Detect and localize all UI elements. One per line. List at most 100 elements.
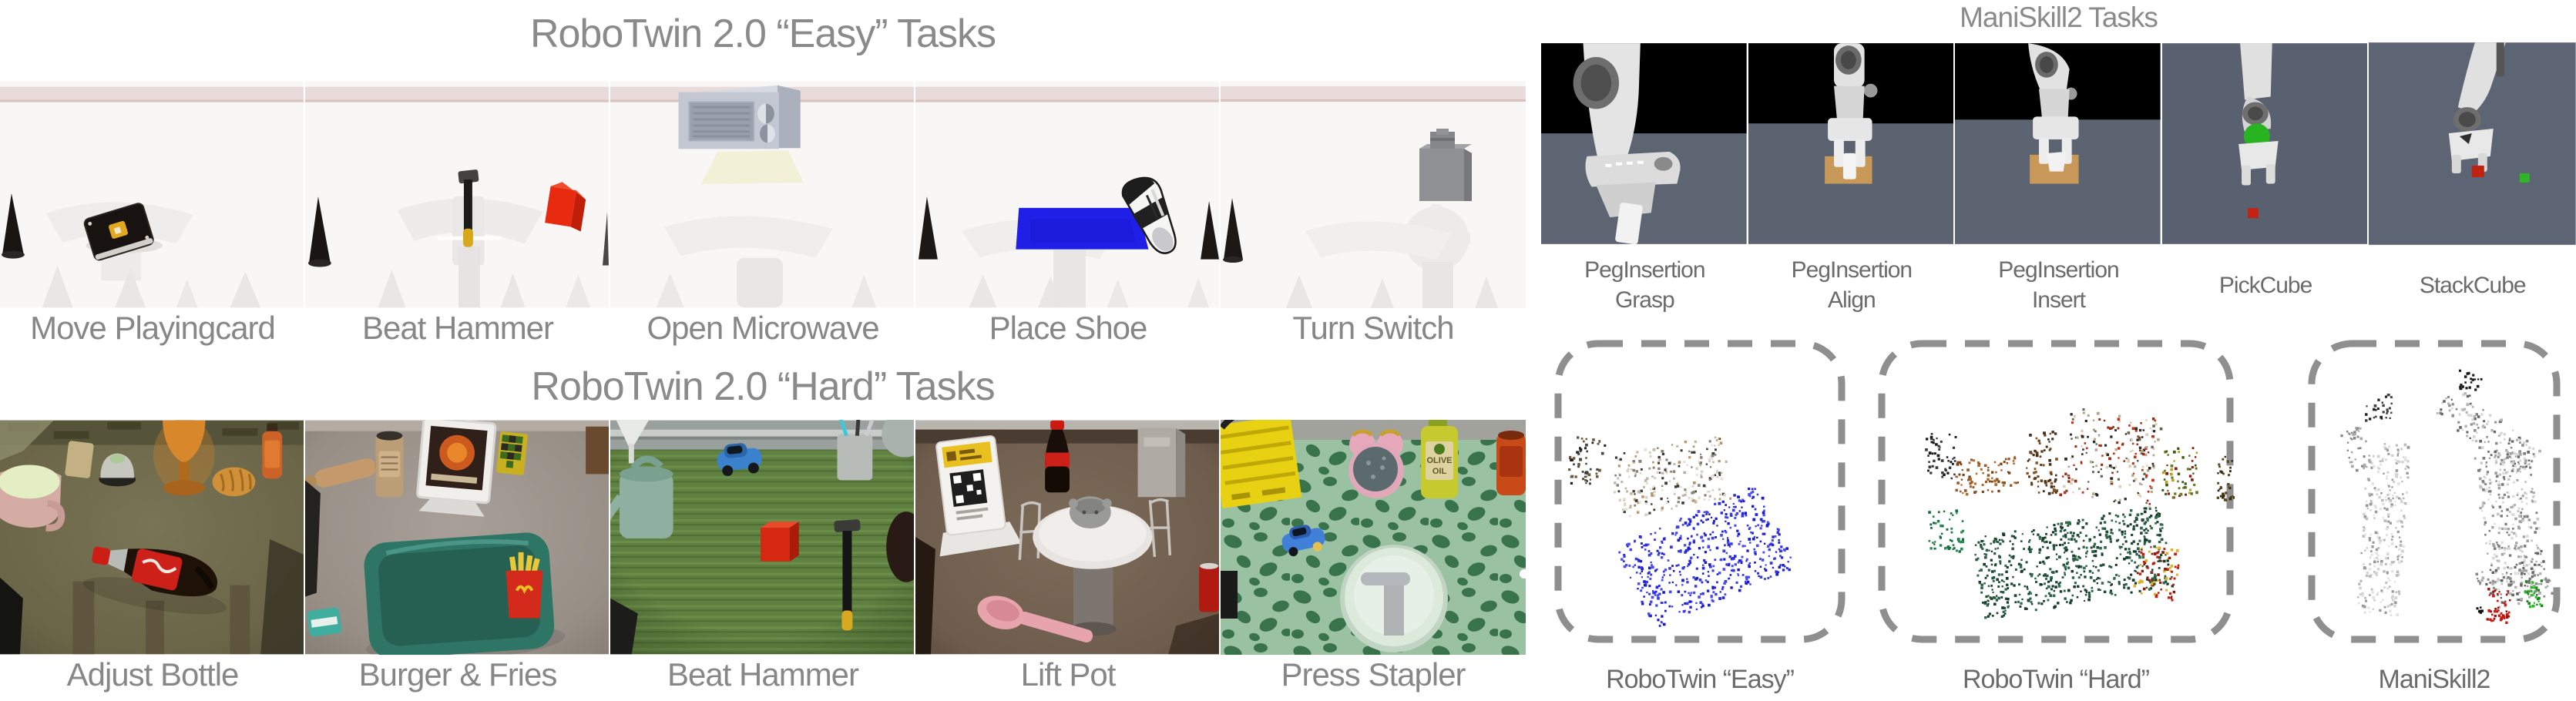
maniskill-labels: PegInsertion Grasp PegInsertion Align Pe… (1541, 251, 2576, 319)
alarm-clock (1348, 429, 1404, 498)
task-image-stackcube (2369, 42, 2576, 245)
task-label: Burger & Fries (358, 656, 558, 693)
beat-hammer-hard-scene (610, 420, 914, 655)
robotwin-hard-title: RoboTwin 2.0 “Hard” Tasks (531, 364, 995, 409)
peginsertion-insert-scene (1955, 43, 2161, 244)
robotwin-hard-image-row: OLIVE OIL (0, 420, 1526, 655)
task-label: Move Playingcard (30, 310, 276, 346)
robot-arm (1824, 43, 1878, 184)
task-label: Beat Hammer (361, 310, 554, 346)
pink-spoon (977, 595, 1093, 642)
switch-box (1419, 129, 1472, 201)
turn-switch-scene (1221, 81, 1526, 308)
olive-oil-bottle: OLIVE OIL (1421, 420, 1458, 498)
plate-with-stapler (1340, 545, 1448, 652)
robotwin-easy-image-row (0, 81, 1526, 308)
toy-car-blue-2 (1281, 525, 1325, 557)
sauce-bottle (262, 423, 283, 479)
task-label: Lift Pot (1020, 656, 1117, 693)
burger-fries-scene (305, 420, 609, 655)
peginsertion-align-scene (1748, 43, 1954, 244)
toy-car-blue (717, 443, 762, 477)
mini-table-with-pot (1018, 496, 1172, 636)
task-image-adjust-bottle (0, 420, 305, 655)
task-image-move-playingcard (0, 81, 305, 308)
task-image-lift-pot (915, 420, 1221, 655)
red-cube-small (2472, 165, 2485, 177)
task-image-peginsertion-insert (1955, 42, 2162, 245)
task-image-open-microwave (610, 81, 915, 308)
hammer-upright (458, 169, 479, 247)
red-cube-small (2247, 208, 2259, 219)
pointcloud-label: RoboTwin “Easy” (1606, 664, 1795, 694)
pointcloud-svg (1554, 340, 1846, 643)
task-label: PegInsertion Grasp (1584, 257, 1705, 313)
svg-text:OLIVE: OLIVE (1426, 456, 1452, 465)
task-label: PegInsertion Align (1791, 257, 1913, 313)
task-label: Beat Hammer (667, 656, 859, 693)
red-cube-hard (761, 522, 799, 562)
pickcube-scene (2161, 43, 2368, 244)
red-can (1199, 562, 1219, 612)
playingcard-box (83, 203, 154, 261)
press-stapler-scene: OLIVE OIL (1221, 420, 1526, 655)
task-image-pickcube (2161, 42, 2369, 245)
tall-can (375, 431, 404, 498)
robotwin-easy-labels: Move Playingcard Beat Hammer Open Microw… (0, 310, 1526, 350)
task-label: Turn Switch (1292, 310, 1454, 346)
pointcloud-maniskill2 (2307, 339, 2561, 644)
yellow-crate (1221, 420, 1302, 508)
task-label: Place Shoe (989, 310, 1148, 346)
qr-standee (935, 435, 1022, 557)
green-cube-small (2520, 173, 2531, 183)
open-microwave-scene (610, 81, 914, 308)
menu-board (416, 420, 497, 517)
robot-arm (2449, 42, 2507, 173)
task-image-burger-fries (305, 420, 610, 655)
task-image-press-stapler: OLIVE OIL (1221, 420, 1526, 655)
cola-bottle-standing (1045, 420, 1070, 493)
robotwin-easy-title: RoboTwin 2.0 “Easy” Tasks (529, 12, 996, 56)
cola-bottle (82, 546, 227, 615)
task-image-turn-switch (1221, 81, 1526, 308)
task-label: PickCube (2218, 272, 2312, 298)
robot-arm (2028, 43, 2079, 184)
task-image-place-shoe (915, 81, 1221, 308)
gray-box (1137, 428, 1186, 498)
teal-tray (364, 532, 566, 655)
task-label: PegInsertion Insert (1998, 257, 2119, 313)
task-label: Press Stapler (1281, 656, 1466, 693)
robot-arm (1573, 43, 1681, 245)
task-label: Open Microwave (647, 310, 879, 346)
task-image-peginsertion-align (1748, 42, 1956, 245)
maniskill-title: ManiSkill2 Tasks (1960, 2, 2158, 33)
task-image-peginsertion-grasp (1541, 42, 1748, 245)
sneaker (1121, 176, 1177, 254)
pen-cup (837, 420, 875, 481)
pointcloud-svg (2308, 340, 2561, 643)
robotwin-hard-labels: Adjust Bottle Burger & Fries Beat Hammer… (0, 656, 1526, 699)
peginsertion-grasp-scene (1541, 43, 1747, 245)
watering-can (610, 455, 673, 538)
robot-arm (2238, 43, 2279, 186)
red-cube (545, 182, 586, 232)
lift-pot-scene (915, 420, 1219, 655)
microwave (678, 85, 801, 149)
pointcloud-svg (1878, 340, 2235, 643)
orange-jar (1496, 431, 1526, 495)
fries-box (505, 552, 543, 619)
svg-text:OIL: OIL (1432, 467, 1447, 476)
task-label: StackCube (2419, 272, 2527, 298)
place-shoe-scene (915, 81, 1219, 308)
adjust-bottle-scene (0, 420, 304, 655)
move-playingcard-scene (0, 81, 304, 308)
service-bell (99, 453, 136, 487)
maniskill-image-row (1541, 42, 2576, 245)
toy-cube (496, 431, 528, 475)
task-label: Adjust Bottle (66, 656, 240, 693)
hammer-hard (834, 519, 861, 631)
gold-trophy (153, 420, 215, 496)
stackcube-scene (2369, 42, 2576, 245)
pink-bowl (0, 465, 65, 532)
